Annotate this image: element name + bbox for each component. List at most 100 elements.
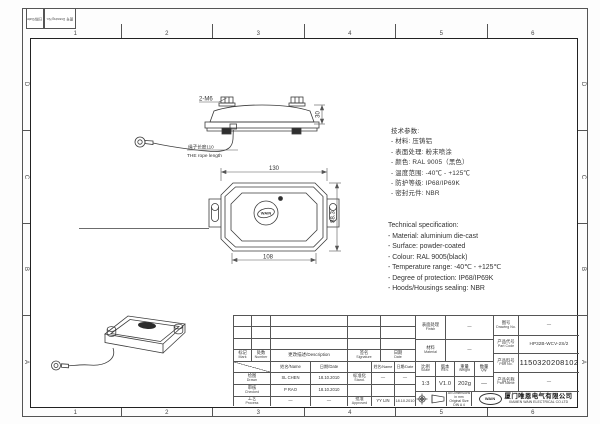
process-date: — [310, 396, 347, 406]
scale-value: 1:3 [415, 376, 435, 391]
date-subhdr: 日期/Date [310, 361, 347, 372]
iso-logo-plate [138, 322, 156, 329]
side-view [134, 96, 320, 152]
grid-rows-right: D C B A [578, 38, 588, 408]
rev-value: V1.0 [435, 376, 454, 391]
grid-col-label: 2 [122, 24, 213, 38]
company-name-cn: 厦门唯恩电气有限公司 [504, 392, 573, 400]
spec-en-title: Technical specification: [388, 222, 459, 229]
spec-cn-item: - 防护等级: IP68/IP69K [391, 180, 460, 188]
front-height-dim: 88.3 [331, 211, 337, 223]
weight-value: 202g [454, 376, 474, 391]
material-value: — [445, 339, 493, 361]
sheet-outer-border [22, 8, 588, 417]
front-view [79, 182, 340, 252]
hdr-description: 更改描述/Description [270, 349, 347, 361]
qty-value: — [474, 376, 493, 391]
name-subhdr: 姓名/Name [371, 361, 394, 372]
company-cell: WAIN 厦门唯恩电气有限公司 XIAMEN WAIN ELECTRICAL C… [471, 391, 579, 406]
grid-row-label: D [580, 81, 586, 87]
spec-en-item: - Temperature range: -40℃ - +125℃ [388, 264, 502, 271]
grid-rows-left: D C B A [22, 38, 30, 408]
checked-date: 18.10.2010 [310, 384, 347, 396]
drawing-area: 2-M6 30 绳子长度110 THE rope length [30, 38, 579, 408]
part-name-value: — [518, 372, 579, 391]
grid-row-label: D [23, 81, 29, 87]
spec-cn-item: - 表面处理: 粉末喷涂 [391, 148, 452, 156]
spec-block-cn: 技术参数: - 材料: 压铸铝 - 表面处理: 粉末喷涂 - 颜色: RAL 9… [391, 127, 470, 200]
spec-en-item: - Surface: powder-coated [388, 243, 466, 250]
grid-col-label: 1 [30, 408, 122, 417]
spec-en-item: - Degree of protection: IP68/IP69K [388, 274, 494, 282]
stand-name: — [371, 372, 394, 384]
spec-cn-title: 技术参数: [391, 128, 420, 135]
spec-block-en: Technical specification: - Material: alu… [388, 221, 501, 295]
spec-cn-item: - 颜色: RAL 9005（黑色） [391, 159, 469, 167]
spec-en-item: - Hoods/Housings sealing: NBR [388, 285, 485, 292]
iso-view [51, 315, 186, 371]
company-name-en: XIAMEN WAIN ELECTRICAL CO.LTD [508, 399, 569, 404]
rope-length-en: THE rope length [187, 153, 222, 159]
date-subhdr: 日期/Date [394, 361, 415, 372]
corner-box-date-label: 日期/Date [27, 16, 43, 21]
spec-en-item: - Colour: RAL 9005(black) [388, 253, 468, 261]
dims-note: All Dimensions in mm Original Size DIN A… [446, 391, 471, 406]
side-height-dim: 30 [316, 111, 322, 118]
stand-date: — [394, 372, 415, 384]
process-name: — [270, 396, 310, 406]
rope-length-cn: 绳子长度110 [188, 144, 214, 151]
finish-value: — [445, 315, 493, 339]
corner-box-drawing-no: 图号 Drawing No. [44, 8, 76, 29]
drawn-date: 18.10.2010 [310, 372, 347, 384]
part-code-value: HP32B-WCV-2S/2 [518, 335, 579, 353]
grid-col-label: 5 [396, 408, 488, 417]
grid-row-label: C [23, 174, 29, 179]
front-view-dims [220, 168, 341, 264]
approved-name: YY LIN [371, 396, 394, 406]
spec-cn-item: - 密封元件: NBR [391, 190, 440, 198]
approved-date: 18.10.2010 [394, 396, 415, 406]
corner-box-drawing-no-label: 图号 Drawing No. [46, 16, 74, 21]
drawing-no-value: — [518, 315, 579, 335]
wain-logo-text: WAIN [261, 211, 272, 216]
checked-name: P RAO [270, 384, 310, 396]
truncated-cone-icon [431, 394, 445, 404]
grid-col-label: 6 [531, 410, 535, 416]
first-angle-projection-icon [416, 393, 428, 405]
grid-row-label: C [580, 174, 586, 179]
thread-dim-label: 2-M6 [199, 97, 213, 103]
front-width-dim: 130 [269, 166, 280, 172]
grid-col-label: 4 [305, 408, 396, 417]
diagonal-cell [233, 361, 270, 372]
grid-row-label: B [579, 267, 586, 272]
grid-col-label: 4 [305, 24, 396, 38]
part-no-value: 1150320208102 [518, 353, 579, 372]
grid-col-label: 3 [213, 24, 305, 38]
grid-col-label: 5 [396, 24, 488, 38]
projection-symbols [415, 391, 446, 406]
grid-row-label: A [22, 360, 29, 365]
drawn-name: SL CHEN [270, 372, 310, 384]
front-base-dim: 108 [263, 255, 274, 261]
spec-cn-item: - 温度范围: -40℃ - +125℃ [391, 169, 471, 177]
side-view-dims [187, 97, 325, 151]
corner-box-date: 日期/Date [26, 8, 44, 29]
grid-row-label: B [22, 267, 29, 272]
grid-col-label: 6 [531, 31, 535, 37]
